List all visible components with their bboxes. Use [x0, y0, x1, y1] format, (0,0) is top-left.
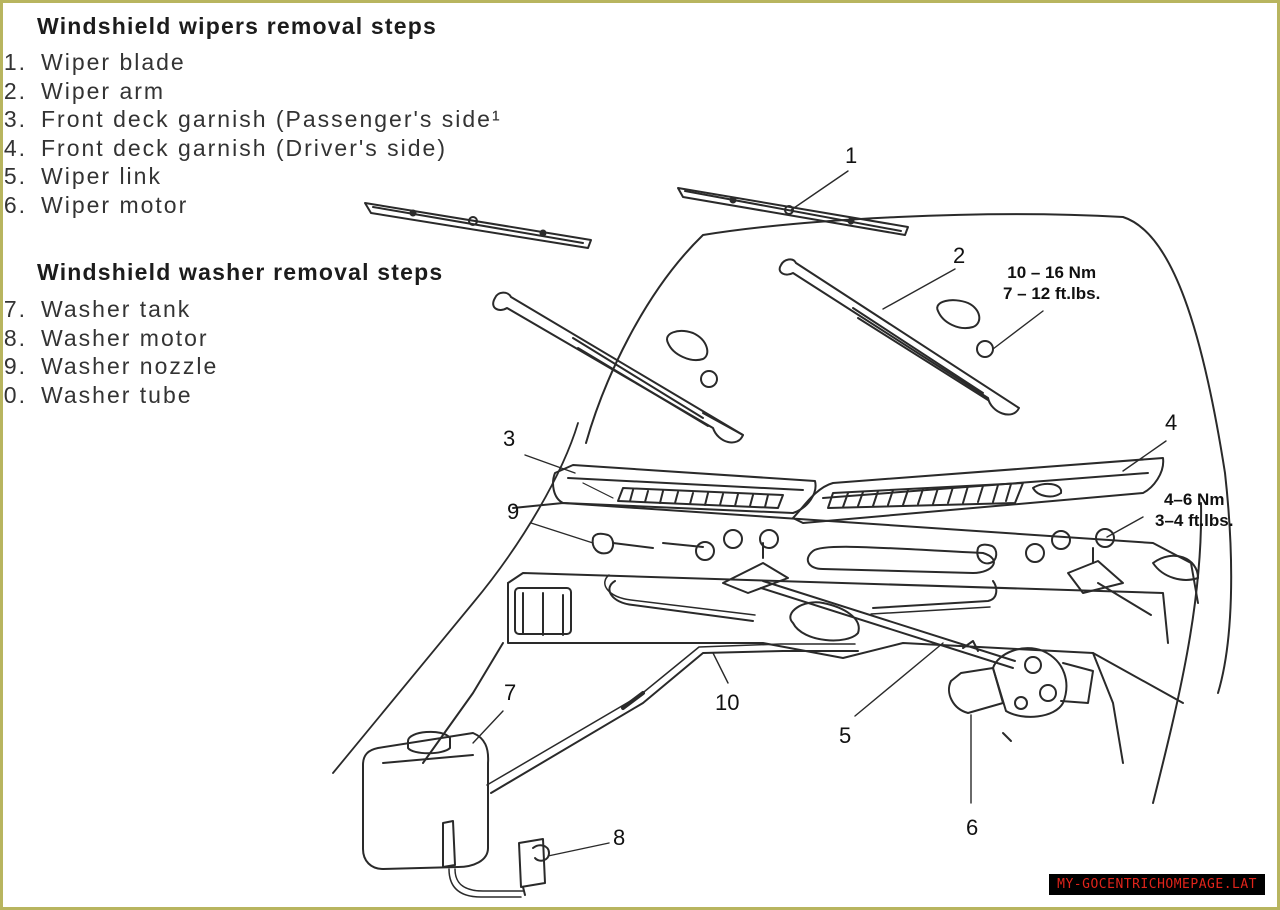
wiper-steps-heading: Windshield wipers removal steps [37, 13, 437, 39]
callout-10: 10 [715, 690, 740, 715]
list-item: 9.Washer nozzle [3, 353, 219, 379]
wiper-motor [948, 640, 1094, 804]
wiper-blade-right [677, 187, 909, 236]
callout-5: 5 [839, 723, 852, 748]
list-item: 8.Washer motor [3, 324, 209, 351]
callout-7: 7 [504, 680, 517, 705]
callout-3: 3 [503, 426, 516, 451]
list-item: 1.Wiper blade [3, 49, 186, 75]
cowl-panel [422, 502, 1199, 764]
torque-spec-wiper-arm: 10 – 16 Nm 7 – 12 ft.lbs. [1003, 262, 1100, 304]
callout-9: 9 [507, 499, 520, 524]
callout-6: 6 [966, 815, 979, 840]
leader-lines [472, 170, 1167, 857]
list-item: 3.Front deck garnish (Passenger's side¹ [3, 106, 502, 132]
torque-nm: 10 – 16 Nm [1007, 263, 1097, 282]
callout-8: 8 [613, 825, 626, 850]
wiper-steps-list: 1.Wiper blade 2.Wiper arm 3.Front deck g… [3, 48, 502, 219]
watermark-label: MY-GOCENTRICHOMEPAGE.LAT [1049, 874, 1265, 895]
list-item: 5.Wiper link [3, 163, 162, 189]
wiper-arm-right [778, 258, 1020, 416]
windshield-outline [332, 213, 1233, 804]
washer-motor [518, 838, 550, 896]
torque-ftlbs: 7 – 12 ft.lbs. [1003, 284, 1101, 303]
exploded-view-drawing [332, 170, 1233, 898]
washer-hoses [604, 574, 998, 622]
callout-2: 2 [953, 243, 966, 268]
washer-steps-heading: Windshield washer removal steps [37, 259, 444, 285]
arm-caps [666, 299, 994, 388]
callout-1: 1 [845, 143, 858, 168]
wiper-link [722, 542, 1152, 669]
torque-nm: 4–6 Nm [1163, 490, 1225, 509]
cowl-fasteners [591, 528, 1115, 565]
list-item: 6.Wiper motor [3, 191, 189, 218]
list-item: 7.Washer tank [3, 296, 192, 322]
front-deck-garnish-driver [792, 457, 1165, 524]
list-item: 4.Front deck garnish (Driver's side) [3, 134, 447, 161]
wiper-arm-left [492, 291, 744, 444]
torque-ftlbs: 3–4 ft.lbs. [1155, 511, 1234, 530]
washer-steps-list: 7.Washer tank 8.Washer motor 9.Washer no… [3, 295, 219, 409]
callout-4: 4 [1165, 410, 1178, 435]
torque-spec-garnish: 4–6 Nm 3–4 ft.lbs. [1155, 489, 1233, 531]
list-item: 10.Washer tube [3, 381, 193, 408]
wiper-blade-left [364, 202, 592, 249]
front-deck-garnish-passenger [552, 464, 817, 514]
list-item: 2.Wiper arm [3, 77, 166, 104]
washer-tank [362, 730, 524, 898]
washer-tube [486, 643, 859, 794]
